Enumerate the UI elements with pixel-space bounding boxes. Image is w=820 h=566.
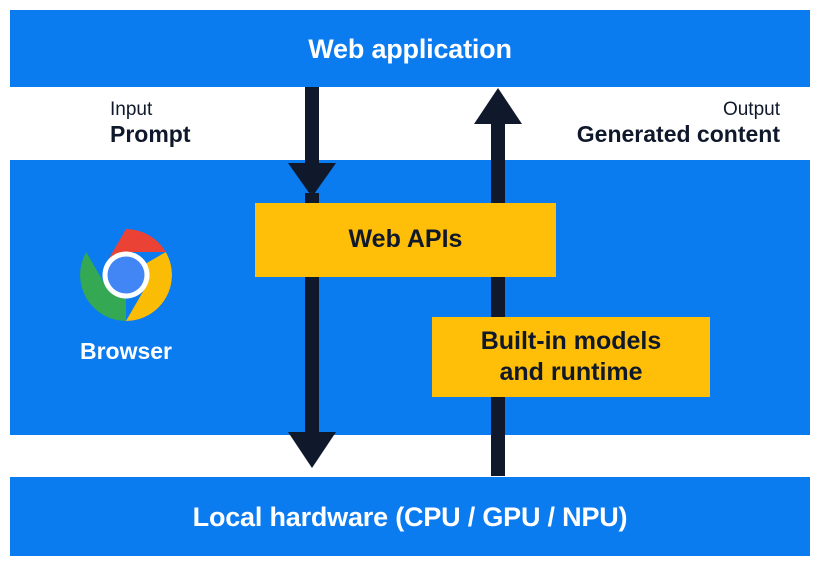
layer-local-hardware-label: Local hardware (CPU / GPU / NPU) <box>192 502 628 532</box>
chrome-logo-icon <box>78 227 174 323</box>
annotation-output-value: Generated content <box>576 120 780 147</box>
layer-web-application: Web application <box>10 10 810 87</box>
component-builtin-models-label: Built-in models and runtime <box>481 326 662 389</box>
layer-browser-label: Browser <box>79 338 173 364</box>
component-web-apis[interactable]: Web APIs <box>255 203 556 277</box>
annotation-output: Output Generated content <box>577 99 780 148</box>
component-builtin-models[interactable]: Built-in models and runtime <box>432 317 710 397</box>
annotation-input-value: Prompt <box>110 120 191 147</box>
annotation-output-kind: Output <box>722 99 780 120</box>
annotation-input: Input Prompt <box>110 99 191 148</box>
component-builtin-models-line1: Built-in models <box>480 326 662 355</box>
layer-local-hardware: Local hardware (CPU / GPU / NPU) <box>10 477 810 556</box>
component-builtin-models-line2: and runtime <box>499 358 643 386</box>
annotation-input-kind: Input <box>110 99 153 120</box>
layer-web-application-label: Web application <box>308 34 512 64</box>
component-web-apis-label: Web APIs <box>348 225 463 254</box>
